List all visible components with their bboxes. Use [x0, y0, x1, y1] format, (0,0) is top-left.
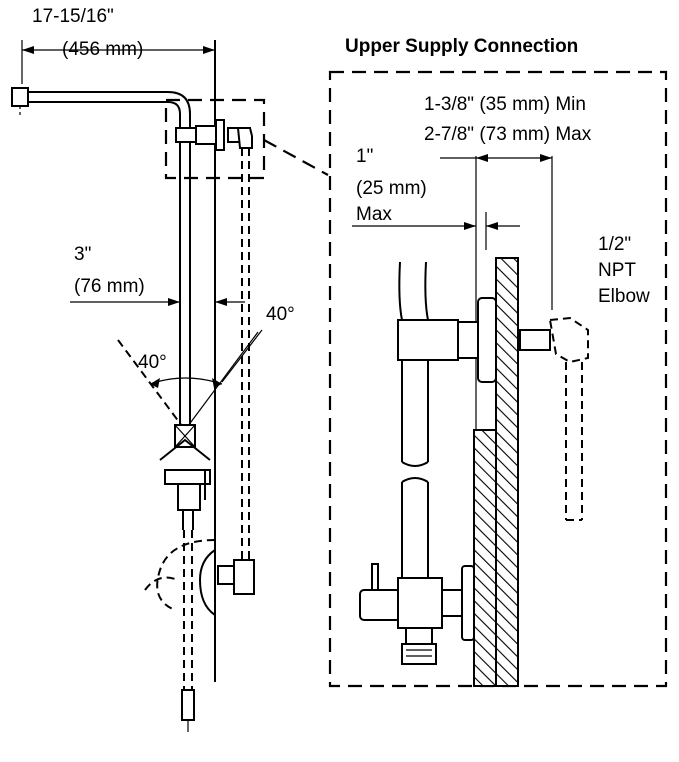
angle-left-label: 40° — [138, 352, 167, 373]
shower-column-view — [11, 40, 329, 732]
flange-depth-max-label: Max — [356, 204, 392, 225]
flange-depth-label: 1" — [356, 146, 373, 167]
detail-title: Upper Supply Connection — [345, 36, 578, 57]
angle-right-label: 40° — [266, 304, 295, 325]
offset-max-label: 2-7/8" (73 mm) Max — [424, 124, 592, 145]
overall-width-mm-label: (456 mm) — [62, 39, 143, 60]
diverter-valve — [159, 424, 211, 530]
pipe-thread-label: NPT — [598, 260, 636, 281]
detail-frame — [328, 70, 668, 688]
rail-offset-label: 3" — [74, 244, 91, 265]
supply-connection-detail — [352, 154, 589, 687]
flange-depth-mm-label: (25 mm) — [356, 178, 427, 199]
detail-callout-box — [164, 98, 266, 180]
pipe-size-label: 1/2" — [598, 234, 631, 255]
showerhead-fitting — [11, 87, 29, 107]
overall-width-label: 17-15/16" — [32, 6, 114, 27]
wall-section — [495, 257, 519, 687]
offset-min-label: 1-3/8" (35 mm) Min — [424, 94, 586, 115]
pipe-fitting-label: Elbow — [598, 286, 650, 307]
shower-arm — [11, 87, 191, 130]
vertical-rail — [175, 119, 253, 425]
rail-offset-mm-label: (76 mm) — [74, 276, 145, 297]
